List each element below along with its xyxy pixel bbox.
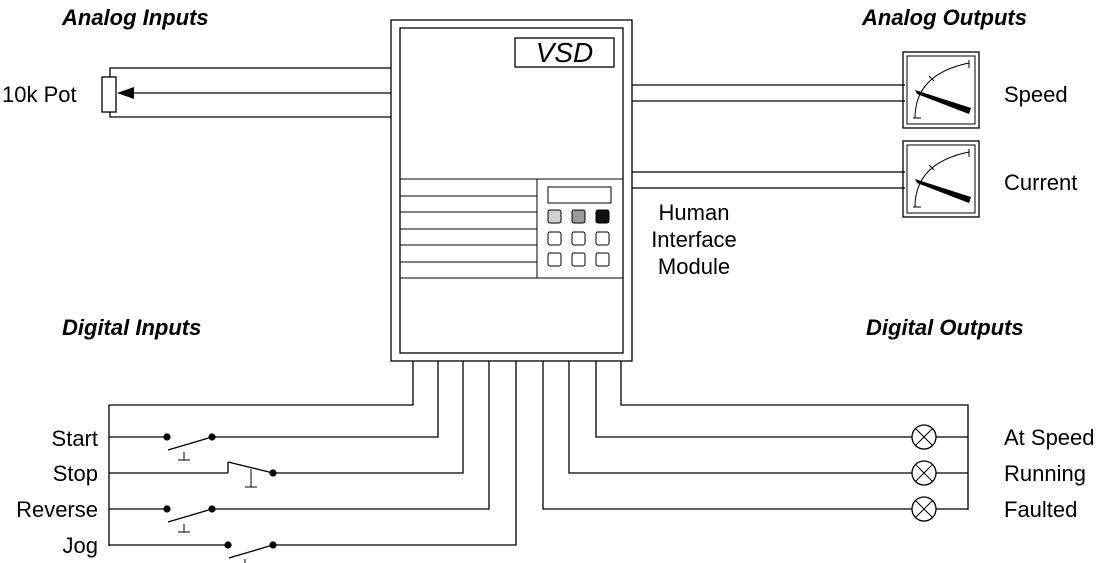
output-label-running: Running: [1004, 461, 1086, 486]
digital-input-common: [108, 361, 414, 546]
him-label: Human Interface Module: [651, 200, 737, 279]
analog-input-potentiometer: 10k Pot: [2, 67, 391, 118]
him-key-mid: [571, 209, 586, 224]
analog-output-speed: Speed: [632, 51, 1068, 129]
him-label-line-3: Module: [658, 254, 730, 279]
him-label-line-1: Human: [659, 200, 730, 225]
him-key: [547, 231, 562, 246]
him-panel: [536, 178, 624, 279]
current-label: Current: [1004, 170, 1077, 195]
heading-analog-inputs: Analog Inputs: [61, 5, 209, 30]
speed-meter-frame: [902, 51, 980, 129]
digital-outputs: At Speed Running Faulted: [542, 361, 1095, 522]
vsd-title: VSD: [536, 37, 594, 68]
pot-wiper-arrow: [117, 87, 134, 99]
input-label-jog: Jog: [63, 533, 98, 558]
input-label-stop: Stop: [53, 461, 98, 486]
him-label-line-2: Interface: [651, 227, 737, 252]
analog-output-current: Current: [632, 140, 1077, 218]
pot-label: 10k Pot: [2, 82, 77, 107]
him-key: [595, 231, 610, 246]
current-meter-face: [906, 144, 976, 214]
pot-resistor: [101, 76, 117, 113]
heading-digital-inputs: Digital Inputs: [62, 315, 201, 340]
him-key-light: [547, 209, 562, 224]
speed-meter-face: [906, 55, 976, 125]
speed-needle-icon: [915, 90, 971, 114]
vsd-outer-frame: [390, 19, 633, 362]
current-needle-icon: [915, 179, 971, 203]
him-key-dark: [595, 209, 610, 224]
heading-analog-outputs: Analog Outputs: [861, 5, 1027, 30]
input-label-reverse: Reverse: [16, 497, 98, 522]
him-key: [547, 252, 562, 267]
vsd-drive: VSD: [390, 19, 633, 362]
him-keypad: [536, 178, 624, 279]
heading-digital-outputs: Digital Outputs: [866, 315, 1024, 340]
input-label-start: Start: [52, 426, 98, 451]
him-key: [571, 231, 586, 246]
current-meter-frame: [902, 140, 980, 218]
him-key: [595, 252, 610, 267]
digital-inputs: Start Stop Reverse Jog: [16, 361, 517, 563]
him-key: [571, 252, 586, 267]
him-display: [547, 186, 612, 204]
vsd-title-box: [514, 37, 615, 68]
output-label-faulted: Faulted: [1004, 497, 1077, 522]
digital-output-common: [620, 361, 969, 510]
terminal-strip: [400, 178, 623, 279]
output-label-at-speed: At Speed: [1004, 425, 1095, 450]
vsd-inner-frame: [399, 27, 624, 354]
speed-label: Speed: [1004, 82, 1068, 107]
